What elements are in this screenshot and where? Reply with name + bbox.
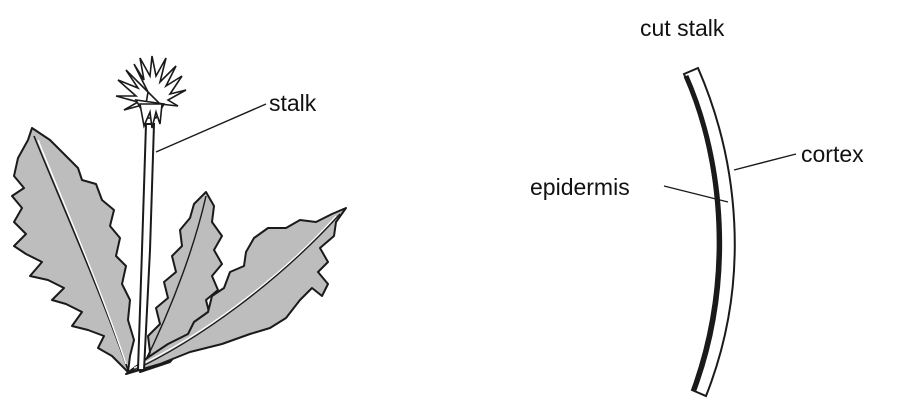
cut-stalk-section bbox=[664, 68, 796, 396]
cut-stalk-title: cut stalk bbox=[640, 17, 724, 40]
right-leaf bbox=[126, 208, 346, 374]
cortex-label: cortex bbox=[801, 143, 864, 166]
flower-bracts bbox=[140, 104, 162, 128]
cortex-leader-line bbox=[734, 154, 796, 170]
stalk-label: stalk bbox=[269, 92, 316, 115]
stalk-leader-line bbox=[156, 104, 266, 152]
epidermis-label: epidermis bbox=[530, 176, 630, 199]
